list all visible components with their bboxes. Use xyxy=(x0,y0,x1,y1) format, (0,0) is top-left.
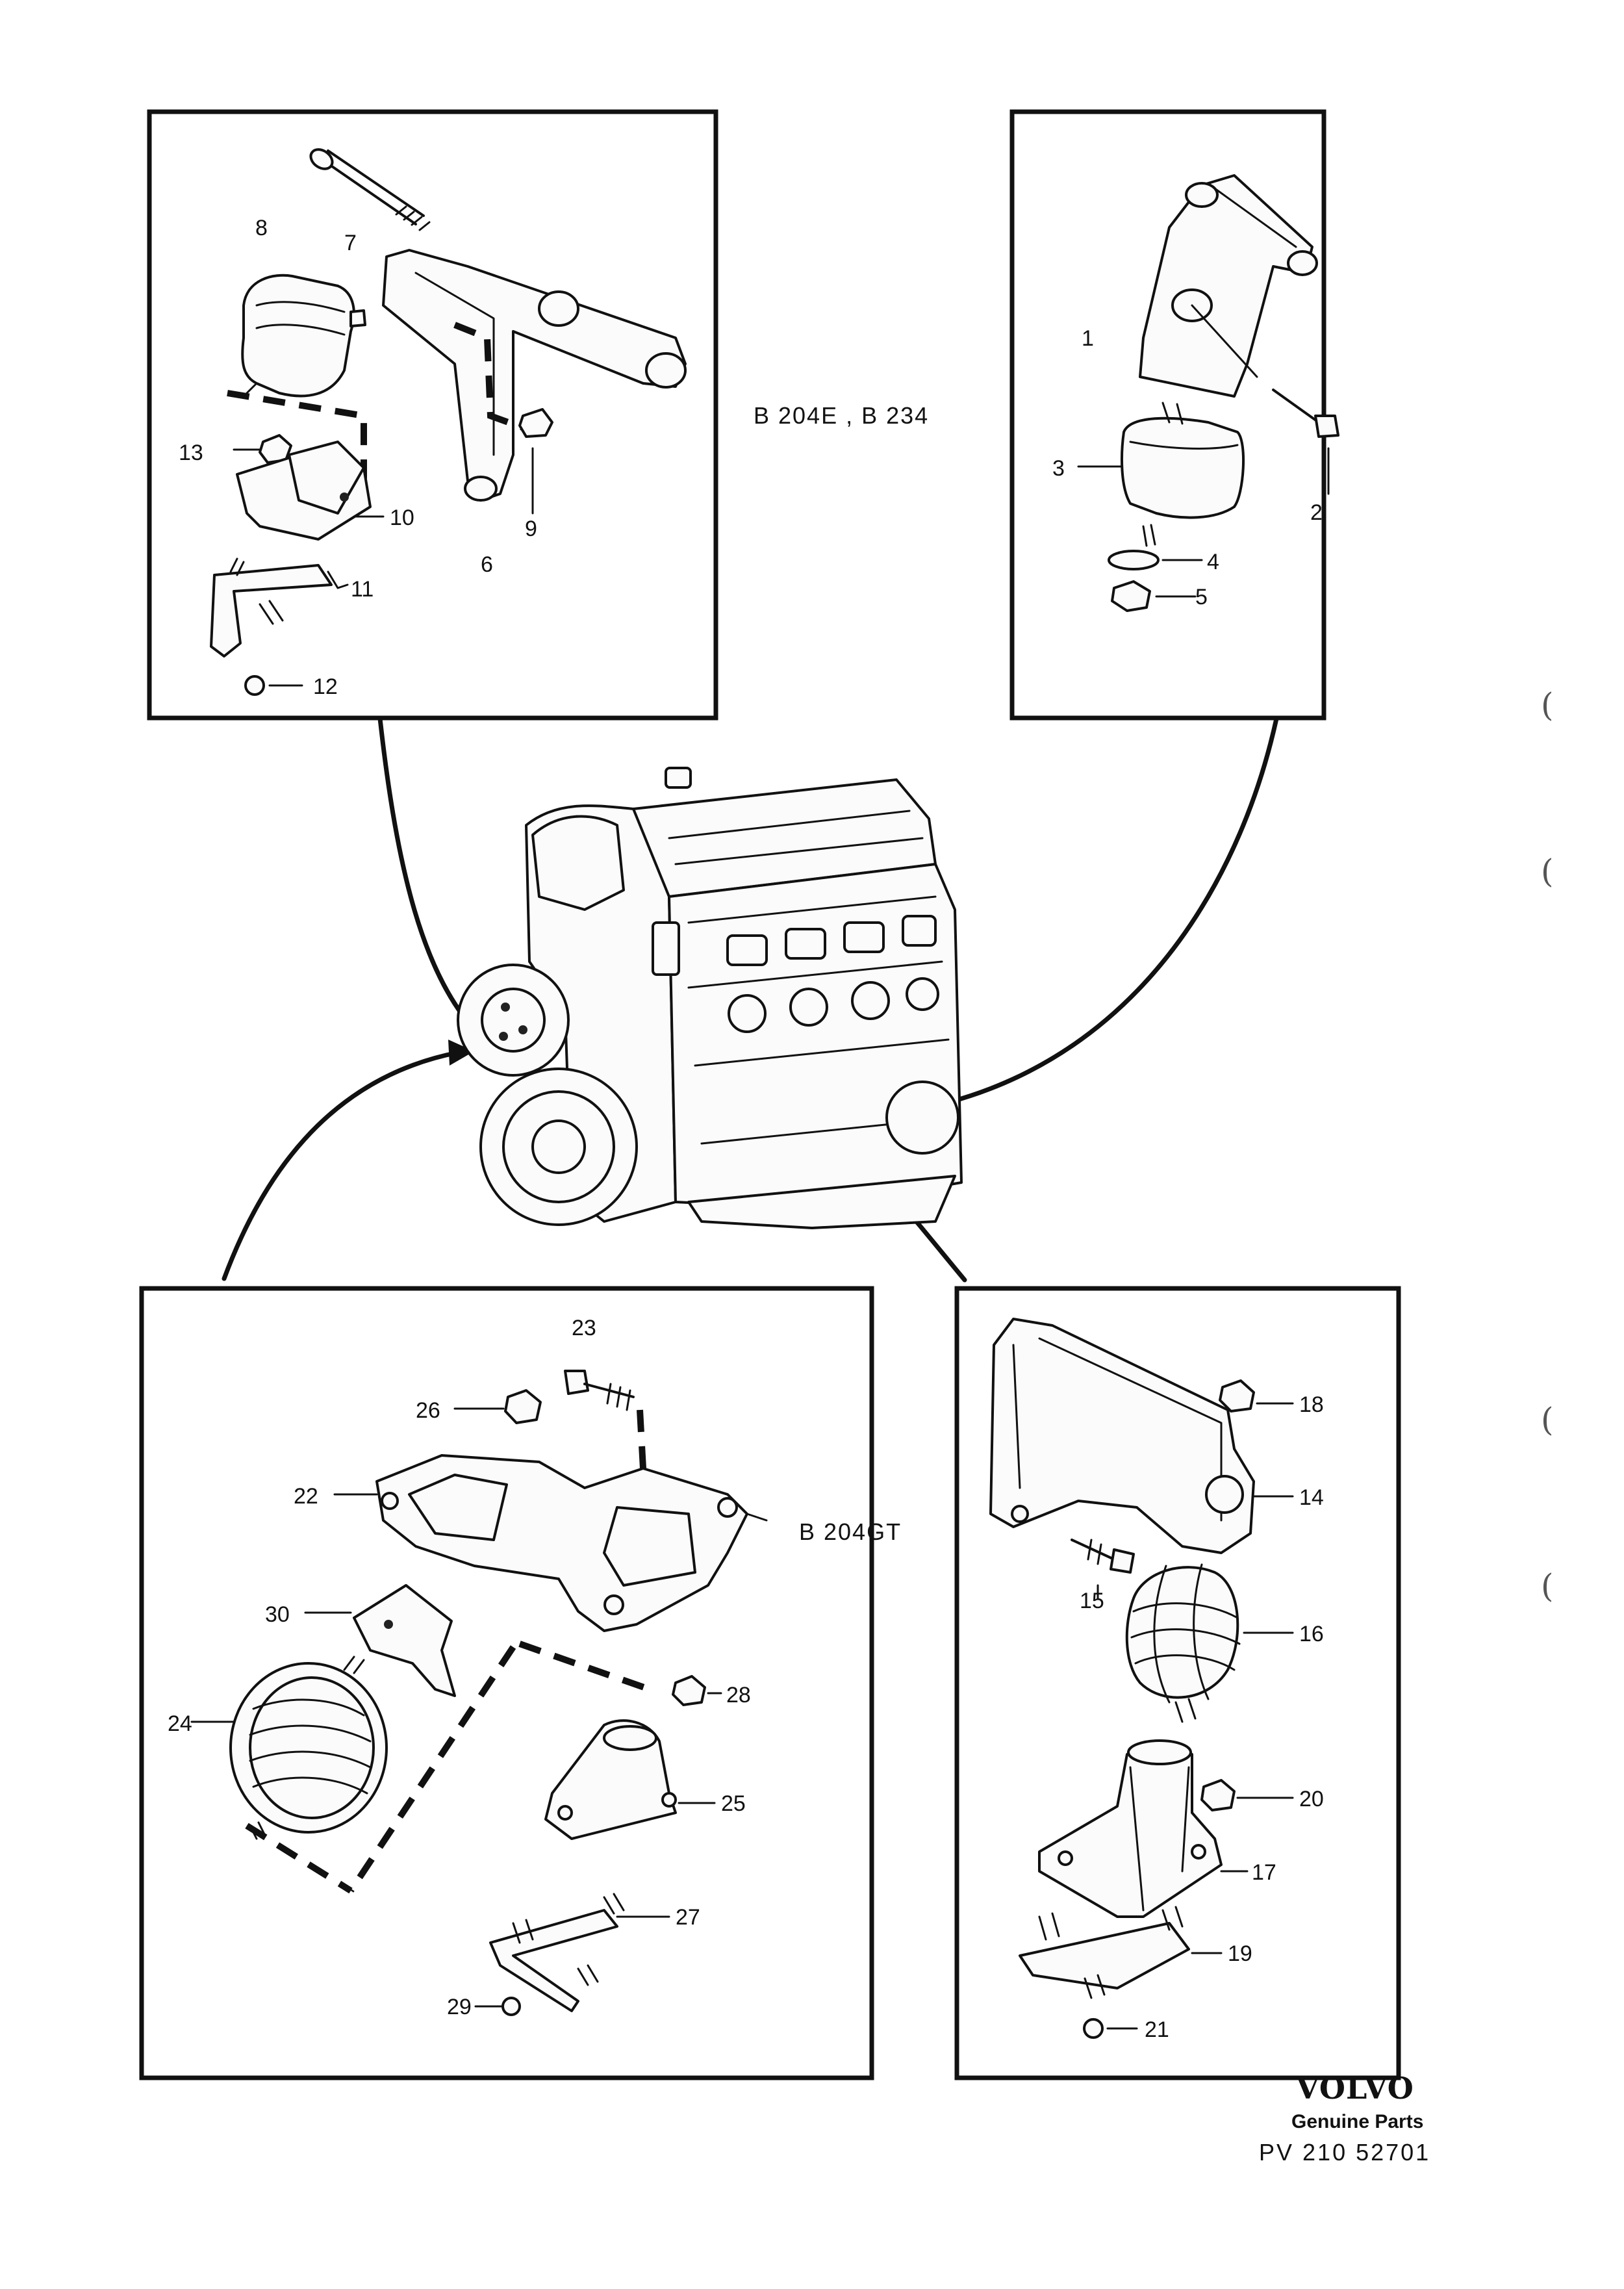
margin-mark: ( xyxy=(1541,1567,1554,1605)
callout-number: 20 xyxy=(1299,1787,1324,1811)
panel-top-left: B 204E , B 234 xyxy=(147,109,929,721)
panel-top-right xyxy=(1009,109,1339,721)
callout-number: 24 xyxy=(168,1711,192,1736)
callout-number: 5 xyxy=(1195,585,1208,609)
callout-number: 3 xyxy=(1052,456,1065,481)
callout-number: 29 xyxy=(447,1995,472,2019)
callout-number: 6 xyxy=(481,552,493,577)
margin-mark: ( xyxy=(1541,852,1554,890)
volvo-branding: VOLVO Genuine Parts PV 210 52701 xyxy=(1259,2071,1430,2166)
callout-number: 21 xyxy=(1145,2017,1169,2042)
variant-label-b204e-b234: B 204E , B 234 xyxy=(754,402,929,429)
callout-number: 11 xyxy=(351,577,374,602)
volvo-logo: VOLVO xyxy=(1295,2071,1414,2106)
engine-block-illustration xyxy=(457,767,963,1229)
callout-number: 13 xyxy=(179,441,203,465)
callout-number: 26 xyxy=(416,1398,440,1423)
callout-number: 19 xyxy=(1228,1941,1252,1966)
callout-number: 25 xyxy=(721,1791,746,1816)
callout-number: 1 xyxy=(1082,326,1094,351)
panel-bottom-right xyxy=(954,1286,1401,2080)
callout-number: 27 xyxy=(676,1905,700,1930)
callout-number: 16 xyxy=(1299,1622,1324,1646)
callout-number: 12 xyxy=(313,674,338,699)
margin-mark: ( xyxy=(1541,686,1554,724)
callout-number: 2 xyxy=(1310,500,1323,525)
callout-number: 15 xyxy=(1080,1589,1104,1613)
callout-number: 4 xyxy=(1207,550,1219,574)
callout-numbers: 6789101112131234522232425262728293014151… xyxy=(168,216,1324,2042)
callout-number: 22 xyxy=(294,1484,318,1509)
panel-bottom-left: B 204GT xyxy=(139,1286,902,2080)
callout-number: 23 xyxy=(572,1316,596,1340)
margin-marks: ( ( ( ( xyxy=(1541,686,1554,1605)
callout-number: 10 xyxy=(390,505,414,530)
genuine-parts-text: Genuine Parts xyxy=(1291,2111,1423,2132)
callout-number: 17 xyxy=(1252,1860,1276,1885)
callout-number: 30 xyxy=(265,1602,290,1627)
callout-number: 7 xyxy=(344,231,357,255)
margin-mark: ( xyxy=(1541,1401,1554,1439)
diagram-reference-number: PV 210 52701 xyxy=(1259,2139,1430,2166)
callout-number: 14 xyxy=(1299,1485,1324,1510)
variant-label-b204gt: B 204GT xyxy=(799,1518,902,1545)
callout-number: 18 xyxy=(1299,1392,1324,1417)
callout-number: 8 xyxy=(255,216,268,240)
callout-number: 9 xyxy=(525,517,537,541)
callout-number: 28 xyxy=(726,1683,751,1707)
